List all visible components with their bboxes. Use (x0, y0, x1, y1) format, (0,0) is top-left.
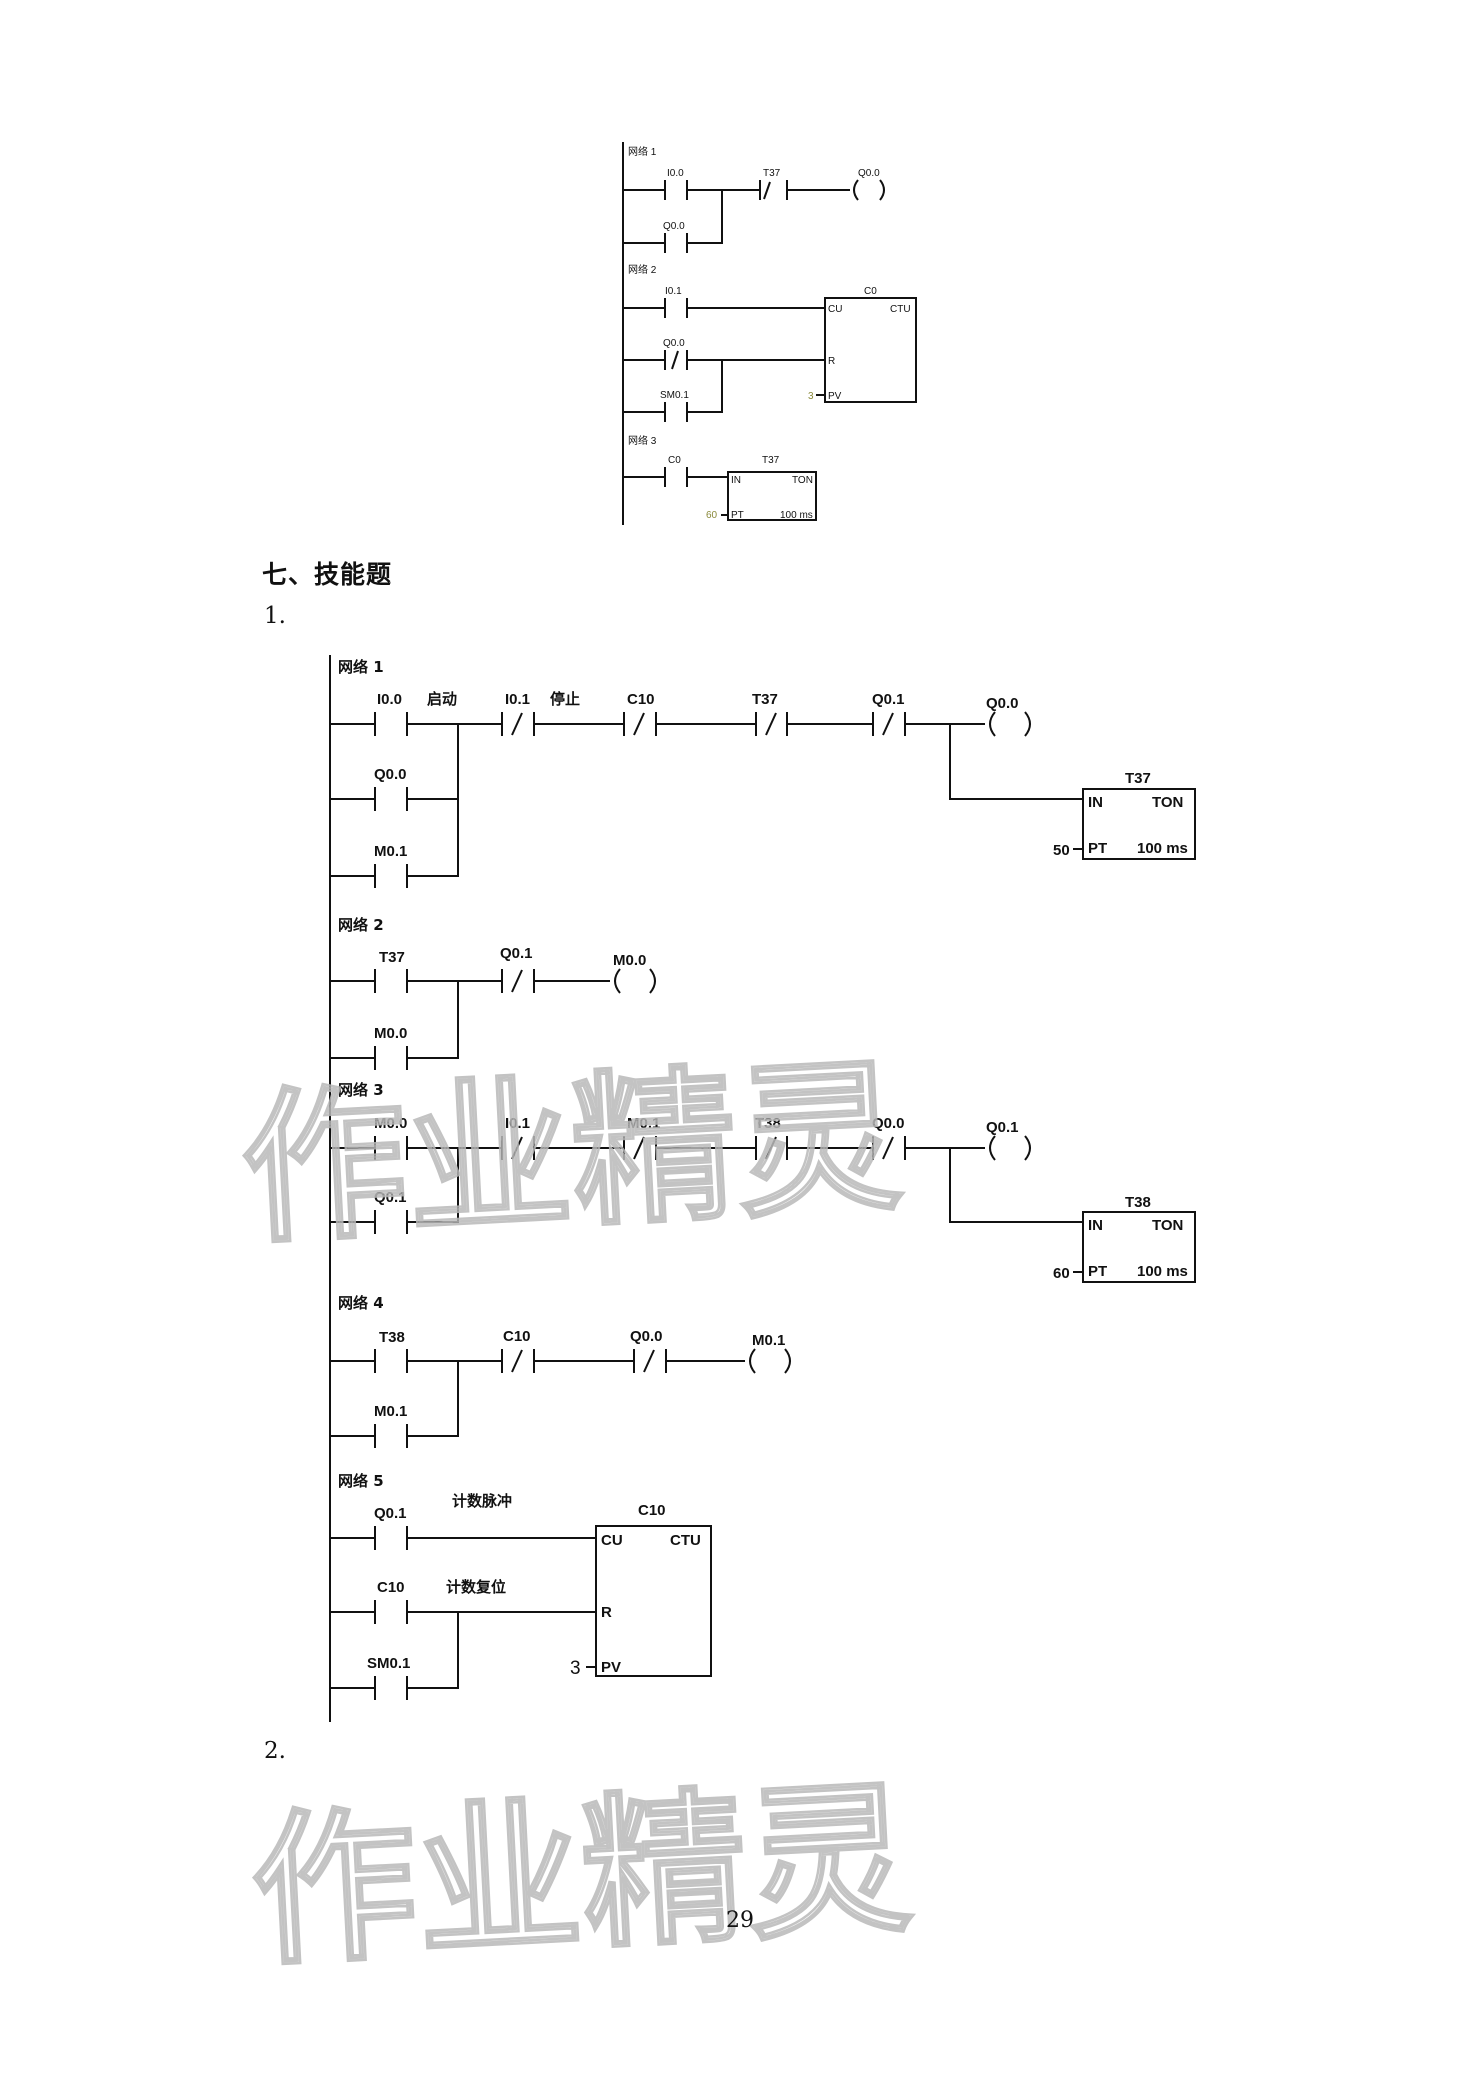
m-net5-box-pv-value: 3 (570, 1658, 581, 1679)
m-net3-box-pt: PT (1088, 1263, 1107, 1280)
m-net3-c1: M0.0 (374, 1115, 407, 1132)
m-net2-c1: T37 (379, 949, 405, 966)
m-net3-box-pt-value: 60 (1053, 1265, 1070, 1282)
m-net1-c4: T37 (752, 691, 778, 708)
net2-box-name: C0 (864, 286, 877, 297)
m-net1-c2-note: 停止 (550, 690, 580, 708)
m-net5-box-type: CTU (670, 1532, 701, 1549)
m-net5-box-name: C10 (638, 1502, 666, 1519)
watermark-bottom: 作业精灵 (247, 1763, 916, 1989)
m-net5-title: 网络 5 (338, 1472, 384, 1490)
m-net3-c3: M0.1 (627, 1115, 660, 1132)
net1-parallel-label: Q0.0 (663, 221, 685, 232)
net2-box-cu: CU (828, 304, 842, 315)
m-net3-par1: Q0.1 (374, 1189, 407, 1206)
m-net4-c1: T38 (379, 1329, 405, 1346)
m-net5-c2: C10 (377, 1579, 405, 1596)
net3-contact-label: C0 (668, 455, 681, 466)
net3-box-in: IN (731, 475, 741, 486)
m-net1-box-type: TON (1152, 794, 1183, 811)
m-net5-c1-note: 计数脉冲 (452, 1492, 512, 1510)
net2-parallel-label: SM0.1 (660, 390, 689, 401)
net1-coil-label: Q0.0 (858, 168, 880, 179)
m-net4-c2: C10 (503, 1328, 531, 1345)
m-net1-c3: C10 (627, 691, 655, 708)
m-net1-coil: Q0.0 (986, 695, 1019, 712)
m-net4-c3: Q0.0 (630, 1328, 663, 1345)
m-net3-coil: Q0.1 (986, 1119, 1019, 1136)
net3-box-pt: PT (731, 510, 744, 521)
m-net1-c1-note: 启动 (427, 690, 457, 708)
m-net1-title: 网络 1 (338, 658, 384, 676)
m-net3-box-name: T38 (1125, 1194, 1151, 1211)
m-net3-title: 网络 3 (338, 1081, 384, 1099)
m-net3-c2: I0.1 (505, 1115, 530, 1132)
m-net1-box-unit: 100 ms (1137, 840, 1188, 857)
section-title: 七、技能题 (262, 560, 393, 589)
question-1-number: 1. (264, 603, 286, 629)
m-net2-title: 网络 2 (338, 916, 384, 934)
net1-title: 网络 1 (628, 145, 657, 158)
m-net1-box-in: IN (1088, 794, 1103, 811)
net1-nc-label: T37 (763, 168, 781, 179)
m-net4-coil: M0.1 (752, 1332, 785, 1349)
net1-contact-label: I0.0 (667, 168, 684, 179)
net3-box-pt-value: 60 (706, 510, 718, 521)
m-net3-c5: Q0.0 (872, 1115, 905, 1132)
m-net5-box-pv: PV (601, 1659, 621, 1676)
m-net3-box-unit: 100 ms (1137, 1263, 1188, 1280)
net2-box-pv: PV (828, 391, 842, 402)
m-net1-c1: I0.0 (377, 691, 402, 708)
ladder-diagram-main: 网络 1 I0.0 启动 I0.1 停止 C10 T37 Q0.1 Q0.0 Q… (329, 655, 1196, 1722)
net3-title: 网络 3 (628, 434, 657, 447)
net2-contact-label: I0.1 (665, 286, 682, 297)
m-net1-par1: Q0.0 (374, 766, 407, 783)
m-net1-par2: M0.1 (374, 843, 407, 860)
m-net1-box-pt-value: 50 (1053, 842, 1070, 859)
m-net4-par1: M0.1 (374, 1403, 407, 1420)
m-net5-c3: SM0.1 (367, 1655, 410, 1672)
watermark-mid: 作业精灵 (237, 1041, 906, 1267)
net2-box-type: CTU (890, 304, 911, 315)
m-net5-c1: Q0.1 (374, 1505, 407, 1522)
page-number: 29 (726, 1908, 754, 1933)
m-net1-box-name: T37 (1125, 770, 1151, 787)
m-net1-c5: Q0.1 (872, 691, 905, 708)
ladder-diagram-top: 网络 1 I0.0 T37 Q0.0 Q0.0 网络 2 I0.1 C0 CU … (622, 142, 917, 525)
net2-title: 网络 2 (628, 263, 657, 276)
net3-box-unit: 100 ms (780, 510, 813, 521)
m-net5-box-cu: CU (601, 1532, 623, 1549)
m-net1-box-pt: PT (1088, 840, 1107, 857)
net2-nc-label: Q0.0 (663, 338, 685, 349)
m-net2-c2: Q0.1 (500, 945, 533, 962)
question-2-number: 2. (264, 1738, 286, 1764)
net2-box-r: R (828, 356, 835, 367)
net2-box-pv-value: 3 (808, 391, 814, 402)
m-net2-par1: M0.0 (374, 1025, 407, 1042)
m-net2-coil: M0.0 (613, 952, 646, 969)
m-net4-title: 网络 4 (338, 1294, 384, 1312)
m-net1-c2: I0.1 (505, 691, 530, 708)
net3-box-name: T37 (762, 455, 780, 466)
m-net5-c2-note: 计数复位 (446, 1578, 506, 1596)
m-net3-box-in: IN (1088, 1217, 1103, 1234)
m-net3-c4: T38 (755, 1115, 781, 1132)
m-net3-box-type: TON (1152, 1217, 1183, 1234)
m-net5-box-r: R (601, 1604, 612, 1621)
net3-box-type: TON (792, 475, 813, 486)
